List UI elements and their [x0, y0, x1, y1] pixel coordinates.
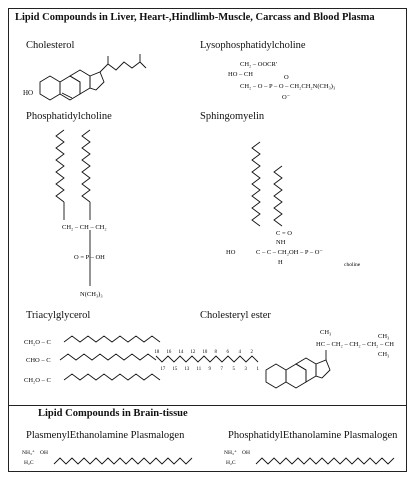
label-phosphatidylcholine: Phosphatidylcholine	[26, 111, 112, 122]
pe-h2c-1: H₂C	[24, 460, 34, 466]
sm-choline: choline	[344, 262, 361, 268]
carbon-number: 5	[233, 367, 236, 372]
ring-b	[59, 75, 81, 101]
label-plasmenyl: PlasmenylEthanolamine Plasmalogen	[26, 430, 185, 441]
side-chain	[99, 61, 147, 73]
carbon-number: 16	[167, 350, 172, 355]
fatty-acid-chain	[273, 165, 283, 227]
carbon-number: 3	[245, 367, 248, 372]
carbon-number: 1	[257, 367, 260, 372]
label-triacylglycerol: Triacylglycerol	[26, 310, 91, 321]
carbon-number: 18	[155, 350, 160, 355]
lpc-o-top: O	[284, 74, 289, 81]
label-cholesterol: Cholesterol	[26, 40, 75, 51]
pe-oh-2: OH	[242, 450, 250, 456]
pc-n: N(CH₃)₃	[80, 291, 103, 298]
lpc-ch2-o: CH₂ – O – P – O – CH₂CH₂N(CH₃)₃	[240, 83, 335, 90]
tag-ch2-top: CH₂O – C	[24, 339, 51, 346]
carbon-number: 14	[179, 350, 184, 355]
plasmenyl-chain	[53, 457, 193, 465]
phosphatidylcholine-structure: CH₂ – CH – CH₂ O = P – OH N(CH₃)₃	[55, 129, 107, 298]
lpc-ho-ch: HO – CH	[228, 71, 253, 78]
cholesteryl-ester-structure: 18 17 16 15 14 13 12 11 10 9 8 7 6 5 4 3 2 1 HC – CH₂ – C…	[155, 329, 394, 389]
carbon-number: 15	[173, 367, 178, 372]
ce-ch3c: CH₃	[378, 351, 389, 358]
pe-h2c-2: H₂C	[226, 460, 236, 466]
ce-side: HC – CH₂ – CH₂ – CH₂ – CH	[316, 341, 394, 348]
pe-nh3-2: NH₃⁺	[224, 450, 237, 456]
sm-ho: HO	[226, 249, 236, 256]
label-cholesteryl-ester: Cholesteryl ester	[200, 310, 271, 321]
carbon-number: 17	[161, 367, 166, 372]
carbon-number: 10	[203, 350, 208, 355]
acyl-chain-1	[55, 129, 65, 203]
acyl-chain-2	[81, 129, 91, 203]
ring-c	[69, 69, 91, 95]
carbon-number: 11	[197, 367, 202, 372]
section2-title: Lipid Compounds in Brain-tissue	[38, 408, 188, 419]
phosphatidyl-structure: NH₃⁺ OH H₂C	[224, 450, 395, 466]
sphingosine-chain	[251, 141, 261, 227]
pe-oh-1: OH	[40, 450, 48, 456]
section1-title: Lipid Compounds in Liver, Heart-,Hindlim…	[15, 12, 375, 23]
carbon-number: 2	[251, 350, 254, 355]
carbon-number: 8	[215, 350, 218, 355]
label-sphingomyelin: Sphingomyelin	[200, 111, 265, 122]
pe-nh3-1: NH₃⁺	[22, 450, 35, 456]
pc-backbone: CH₂ – CH – CH₂	[62, 224, 107, 231]
carbon-number: 7	[221, 367, 224, 372]
sm-nh: NH	[276, 239, 286, 246]
tag-ch2-bot: CH₂O – C	[24, 377, 51, 384]
ce-ch3b: CH₃	[378, 333, 389, 340]
tag-cho: CHO – C	[26, 357, 51, 364]
carbon-number: 13	[185, 367, 190, 372]
ester-chain	[155, 355, 259, 363]
cholesterol-ho: HO	[23, 89, 33, 97]
phosphatidyl-chain	[255, 457, 395, 465]
cholesterol-structure: HO	[23, 54, 147, 101]
sm-c-o: C = O	[276, 230, 292, 237]
lysophosphatidylcholine-structure: CH₂ – OOCR' HO – CH CH₂ – O – P – O – CH…	[228, 61, 335, 101]
ester-carbon-numbers: 18 17 16 15 14 13 12 11 10 9 8 7 6 5 4 3 2 1	[155, 350, 260, 372]
ring-a	[39, 75, 61, 101]
tag-chain-1	[63, 335, 161, 343]
ce-ring-a	[265, 363, 287, 389]
pc-p-oh: O = P – OH	[74, 254, 105, 261]
section-divider	[8, 405, 407, 406]
carbon-number: 12	[191, 350, 196, 355]
ce-ch3a: CH₃	[320, 329, 331, 336]
carbon-number: 6	[227, 350, 230, 355]
tag-chain-2	[59, 353, 157, 361]
lpc-o-minus: O⁻	[282, 94, 290, 101]
sm-chain: C – C – CH₂OH – P – O⁻	[256, 249, 323, 256]
triacylglycerol-structure: CH₂O – C CHO – C CH₂O – C	[24, 335, 161, 384]
ring-d	[89, 71, 105, 91]
label-phosphatidyl: PhosphatidylEthanolamine Plasmalogen	[228, 430, 398, 441]
sphingomyelin-structure: C = O NH HO C – C – CH₂OH – P – O⁻ H cho…	[226, 141, 361, 268]
plasmenyl-structure: NH₃⁺ OH H₂C	[22, 450, 193, 466]
label-lysophosphatidylcholine: Lysophosphatidylcholine	[200, 40, 306, 51]
carbon-number: 4	[239, 350, 242, 355]
sm-h: H	[278, 259, 283, 266]
carbon-number: 9	[209, 367, 212, 372]
tag-chain-3	[63, 373, 161, 381]
figure-frame	[8, 8, 407, 472]
lpc-ch2-ooc: CH₂ – OOCR'	[240, 61, 277, 68]
